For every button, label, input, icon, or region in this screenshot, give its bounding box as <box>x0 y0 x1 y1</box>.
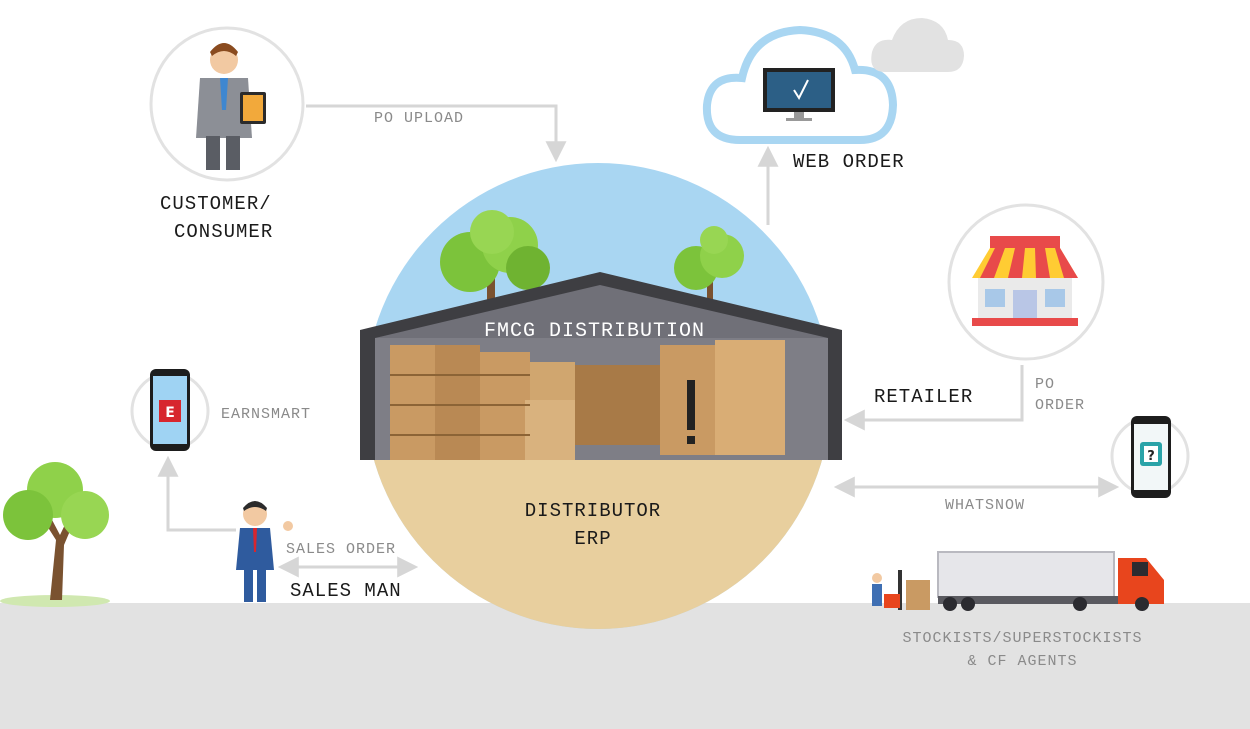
forklift-icon <box>872 570 930 610</box>
earnsmart-label: EARNSMART <box>221 406 312 423</box>
erp-label: DISTRIBUTOR ERP <box>518 500 668 550</box>
po-order-arrow <box>843 365 1024 431</box>
web-order-label: WEB ORDER <box>793 151 905 173</box>
customer-label-line1: CUSTOMER/ <box>160 193 272 215</box>
stockists-label-line2: & CF AGENTS <box>967 653 1078 670</box>
tree-icon <box>0 462 110 607</box>
sales-man-label: SALES MAN <box>290 580 402 602</box>
businessman-icon <box>196 43 266 170</box>
erp-label-line1: DISTRIBUTOR <box>524 500 662 522</box>
po-upload-label: PO UPLOAD <box>374 110 465 127</box>
earnsmart-logo-letter: E <box>165 405 175 421</box>
truck-icon <box>937 551 1164 611</box>
whatsnow-phone-icon: ? <box>1131 416 1171 498</box>
tree-icon <box>440 210 550 304</box>
connector-lines <box>157 104 1120 578</box>
tree-icon <box>674 226 744 300</box>
po-order-label-line1: PO <box>1035 376 1056 393</box>
sales-order-label: SALES ORDER <box>286 541 397 558</box>
grey-cloud-icon <box>871 18 964 72</box>
whatsnow-label: WHATSNOW <box>945 497 1026 514</box>
po-order-label: PO ORDER <box>1035 376 1085 414</box>
earnsmart-phone-icon: E <box>150 369 190 451</box>
erp-label-line2: ERP <box>574 528 612 550</box>
earnsmart-arrow <box>157 455 236 532</box>
customer-label-line2: CONSUMER <box>174 221 274 243</box>
stockists-label-line1: STOCKISTS/SUPERSTOCKISTS <box>902 630 1143 647</box>
shop-icon <box>972 236 1078 326</box>
warehouse-icon <box>360 272 842 460</box>
po-order-label-line2: ORDER <box>1035 397 1086 414</box>
stockists-label: STOCKISTS/SUPERSTOCKISTS & CF AGENTS <box>870 630 1175 670</box>
building-label: FMCG DISTRIBUTION <box>484 320 706 343</box>
po-upload-arrow <box>306 104 567 163</box>
cloud-icon <box>702 25 898 144</box>
customer-label: CUSTOMER/ CONSUMER <box>160 193 273 243</box>
whatsnow-logo-glyph: ? <box>1147 449 1155 464</box>
retailer-label: RETAILER <box>874 386 974 408</box>
salesman-icon <box>236 501 293 602</box>
